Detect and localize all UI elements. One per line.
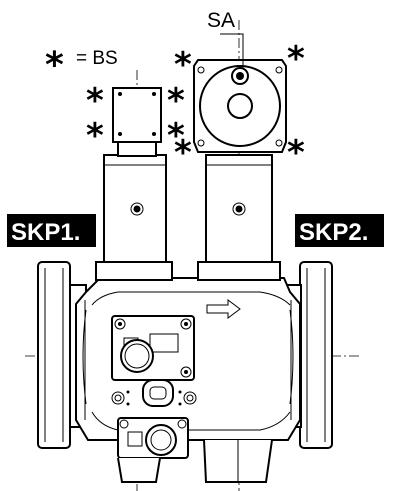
left-terminal-box [112,87,162,157]
skp2-tag-background [295,214,384,247]
bottom-legs [117,439,273,483]
bs-asterisk-right-bottom-1: * [174,133,192,173]
bs-asterisk-left-bottom-1: * [86,116,104,156]
bottom-pressure-switch [117,417,189,459]
skp1-tag-background [7,214,96,247]
mid-fittings [111,379,197,407]
sa-label: SA [207,9,235,32]
right-actuator-head [193,59,287,153]
pressure-switch-block [111,315,195,381]
bs-legend-label: = BS [76,48,118,69]
skp1-label: SKP1. [11,219,80,246]
bs-asterisk-right-top-1: * [174,45,192,85]
bs-asterisk-right-bottom-2: * [287,133,305,173]
sa-leader-line [220,33,244,68]
bs-legend-asterisk: * [45,45,64,86]
flow-arrow-icon [206,299,241,319]
skp2-label: SKP2. [299,219,368,246]
bs-asterisk-left-bottom-2: * [167,116,185,156]
left-actuator-column [95,154,173,281]
bs-asterisk-left-top-2: * [167,81,185,121]
bs-asterisk-left-top-1: * [86,81,104,121]
bs-asterisk-right-top-2: * [287,39,305,79]
right-actuator-column [197,154,281,281]
